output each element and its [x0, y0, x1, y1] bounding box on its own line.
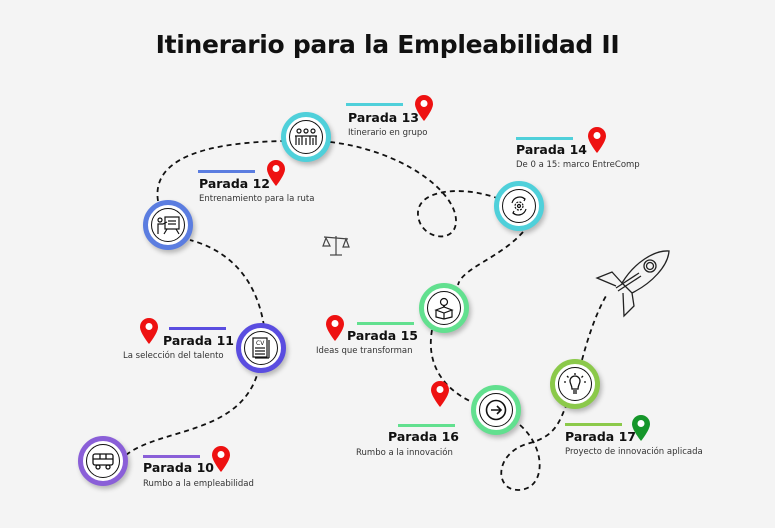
map-pin-icon [267, 160, 285, 186]
gear-cycle-icon [511, 196, 527, 216]
map-pin-icon [588, 127, 606, 153]
stop-10-node[interactable] [78, 436, 128, 486]
stop-13-title: Parada 13 [348, 110, 419, 125]
stop-10-title: Parada 10 [143, 460, 214, 475]
lightbulb-icon [564, 373, 586, 394]
map-pin-icon [415, 95, 433, 121]
stop-17-title: Parada 17 [565, 429, 636, 444]
arrow-right-icon [485, 399, 507, 421]
stop-16-node[interactable] [471, 385, 521, 435]
stop-14-bar [516, 137, 573, 140]
stop-17-subtitle: Proyecto de innovación aplicada [565, 447, 703, 457]
rocket-icon [595, 250, 670, 318]
stop-13-subtitle: Itinerario en grupo [348, 128, 428, 138]
stop-15-bar [357, 322, 414, 325]
map-pin-icon [212, 446, 230, 472]
stop-11-subtitle: La selección del talento [123, 351, 224, 361]
stop-16-title: Parada 16 [388, 429, 459, 444]
stop-15-title: Parada 15 [347, 328, 418, 343]
stop-16-bar [398, 424, 455, 427]
group-icon [295, 128, 317, 145]
page-title: Itinerario para la Empleabilidad II [155, 30, 620, 59]
presenter-icon [157, 216, 180, 235]
stop-12-bar [198, 170, 255, 173]
map-pin-icon [431, 381, 449, 407]
stop-11-bar [169, 327, 226, 330]
stop-14-subtitle: De 0 a 15: marco EntreComp [516, 160, 640, 170]
stop-11-node[interactable]: CV [236, 323, 286, 373]
map-pin-icon [326, 315, 344, 341]
stop-15-node[interactable] [419, 283, 469, 333]
svg-text:CV: CV [256, 340, 265, 347]
stop-14-title: Parada 14 [516, 142, 587, 157]
map-pin-icon [140, 318, 158, 344]
stop-17-node[interactable] [550, 359, 600, 409]
scales-icon [322, 236, 350, 256]
bus-icon [92, 453, 114, 470]
stop-12-title: Parada 12 [199, 176, 270, 191]
stop-16-subtitle: Rumbo a la innovación [356, 448, 453, 458]
map-pin-green-icon [632, 415, 650, 441]
stop-11-title: Parada 11 [163, 333, 234, 348]
stop-15-subtitle: Ideas que transforman [316, 346, 413, 356]
stop-12-subtitle: Entrenamiento para la ruta [199, 194, 315, 204]
idea-box-icon [434, 297, 454, 320]
stop-14-node[interactable] [494, 181, 544, 231]
stop-10-bar [143, 455, 200, 458]
stop-13-bar [346, 103, 403, 106]
stop-17-bar [565, 423, 622, 426]
stop-10-subtitle: Rumbo a la empleabilidad [143, 479, 254, 489]
stop-13-node[interactable] [281, 112, 331, 162]
cv-document-icon: CV [252, 337, 270, 359]
stop-12-node[interactable] [143, 200, 193, 250]
